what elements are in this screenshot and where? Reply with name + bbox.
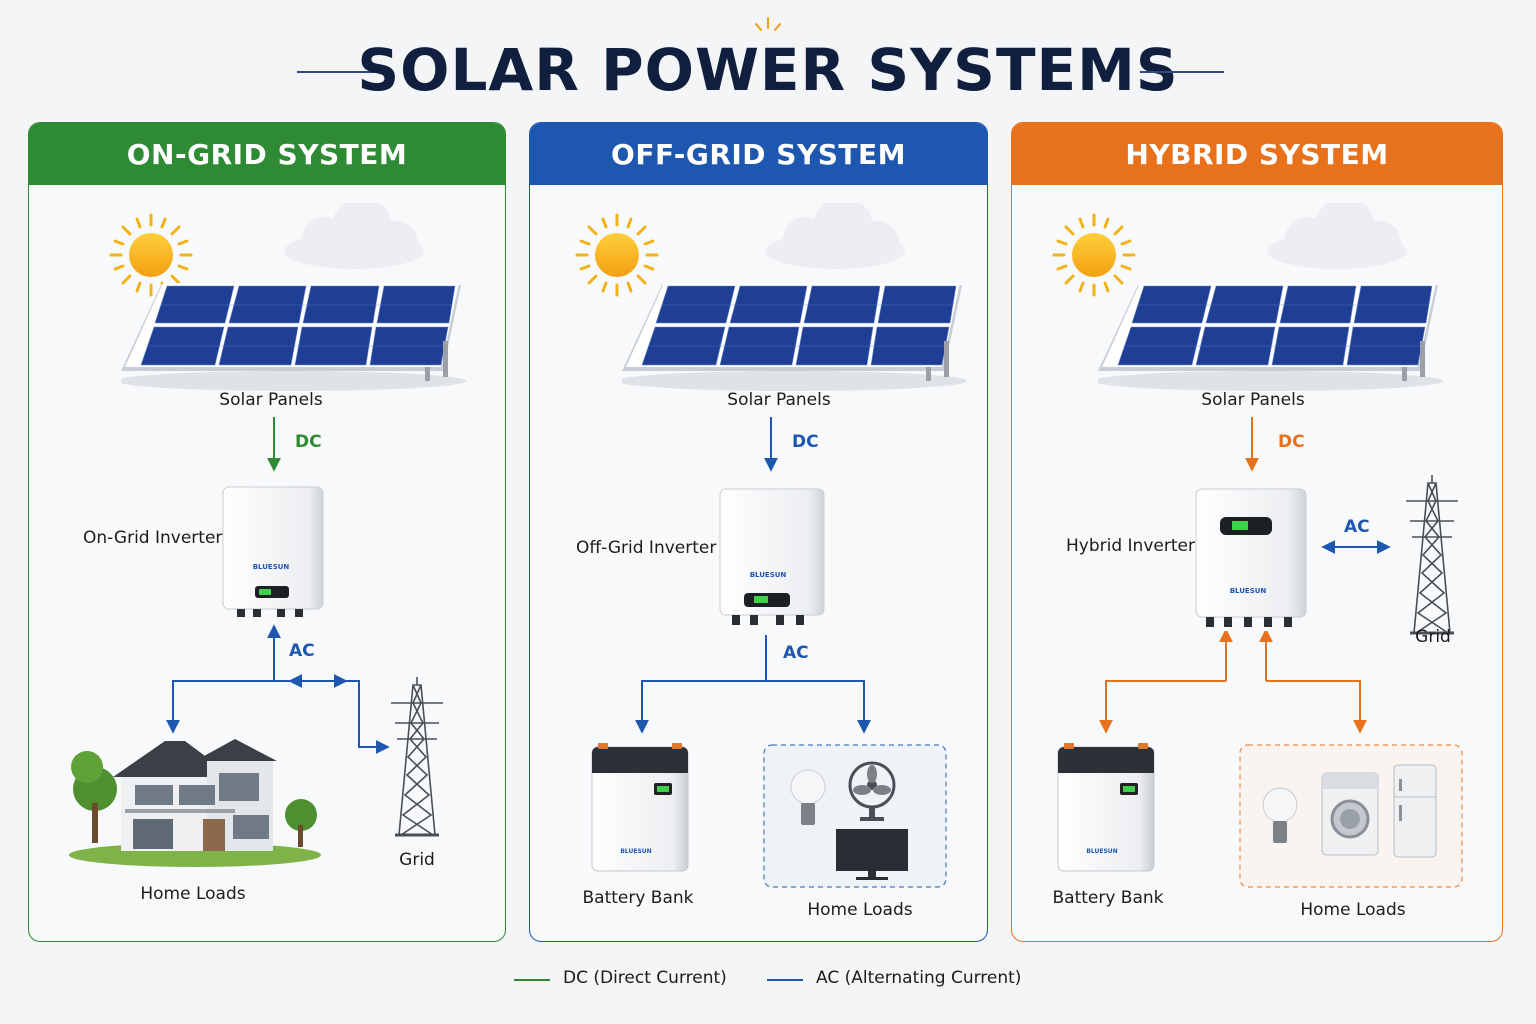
washing-machine-icon: [1321, 772, 1379, 856]
battery-icon: BLUESUN: [591, 742, 689, 872]
inverter-icon: BLUESUN: [1195, 488, 1307, 627]
refrigerator-icon: [1393, 764, 1437, 858]
inverter-label: Off-Grid Inverter: [576, 538, 717, 558]
inverter-icon: BLUESUN: [719, 488, 825, 625]
solar-panels-label: Solar Panels: [727, 390, 831, 410]
cloud-icon: [284, 203, 424, 269]
legend-dc-label: DC (Direct Current): [563, 968, 727, 988]
brand-logo: BLUESUN: [1230, 587, 1267, 595]
battery-home-wiring: [1099, 631, 1367, 734]
panel-header: HYBRID SYSTEM: [1012, 123, 1502, 185]
dc-arrow: [267, 417, 281, 472]
dc-arrow: [1245, 417, 1259, 472]
panel-on-grid: ON-GRID SYSTEM Solar Panels DC BLUESUN O…: [28, 122, 506, 942]
grid-label: Grid: [1415, 627, 1451, 647]
ac-label: AC: [783, 643, 809, 663]
title-rule-left: [297, 71, 381, 73]
panel-hybrid: HYBRID SYSTEM Solar Panels DC BLUESUN Hy…: [1011, 122, 1503, 942]
solar-panel-icon: [1098, 282, 1444, 392]
fan-icon: [848, 761, 896, 821]
panel-header: OFF-GRID SYSTEM: [530, 123, 987, 185]
light-bulb-icon: [1262, 787, 1298, 843]
ac-wiring: [635, 635, 871, 734]
inverter-label: Hybrid Inverter: [1066, 536, 1195, 556]
solar-panel-icon: [622, 282, 968, 392]
battery-bank-label: Battery Bank: [1052, 888, 1164, 908]
solar-panels-label: Solar Panels: [1201, 390, 1305, 410]
brand-logo: BLUESUN: [750, 571, 787, 579]
transmission-tower-icon: [389, 675, 445, 837]
transmission-tower-icon: [1404, 473, 1460, 635]
legend-dc-swatch: [514, 979, 550, 981]
brand-logo: BLUESUN: [1086, 848, 1117, 855]
brand-logo: BLUESUN: [620, 848, 651, 855]
cloud-icon: [765, 203, 905, 269]
cloud-icon: [1267, 203, 1407, 269]
home-loads-label: Home Loads: [807, 900, 913, 920]
ac-wiring: [166, 624, 390, 754]
inverter-label: On-Grid Inverter: [83, 528, 223, 548]
solar-panels-label: Solar Panels: [219, 390, 323, 410]
battery-icon: BLUESUN: [1057, 742, 1155, 872]
home-loads-label: Home Loads: [1300, 900, 1406, 920]
title-rule-right: [1140, 71, 1224, 73]
sun-rays-icon: [755, 17, 781, 31]
light-bulb-icon: [790, 769, 826, 825]
page-title: SOLAR POWER SYSTEMS: [357, 36, 1179, 104]
battery-bank-label: Battery Bank: [582, 888, 694, 908]
panel-header: ON-GRID SYSTEM: [29, 123, 505, 185]
home-loads-label: Home Loads: [140, 884, 246, 904]
grid-label: Grid: [399, 850, 435, 870]
inverter-icon: BLUESUN: [222, 486, 324, 617]
house-icon: [69, 739, 321, 867]
ac-label: AC: [289, 641, 315, 661]
dc-arrow: [764, 417, 778, 472]
dc-label: DC: [295, 432, 322, 452]
legend-ac-swatch: [767, 979, 803, 981]
brand-logo: BLUESUN: [253, 563, 290, 571]
dc-label: DC: [792, 432, 819, 452]
legend-ac-label: AC (Alternating Current): [816, 968, 1022, 988]
solar-panel-icon: [121, 282, 467, 392]
ac-label: AC: [1344, 517, 1370, 537]
tv-icon: [836, 829, 908, 880]
ac-grid-arrow: [1321, 540, 1391, 554]
title-area: SOLAR POWER SYSTEMS: [0, 17, 1536, 110]
dc-label: DC: [1278, 432, 1305, 452]
panel-off-grid: OFF-GRID SYSTEM Solar Panels DC BLUESUN …: [529, 122, 988, 942]
